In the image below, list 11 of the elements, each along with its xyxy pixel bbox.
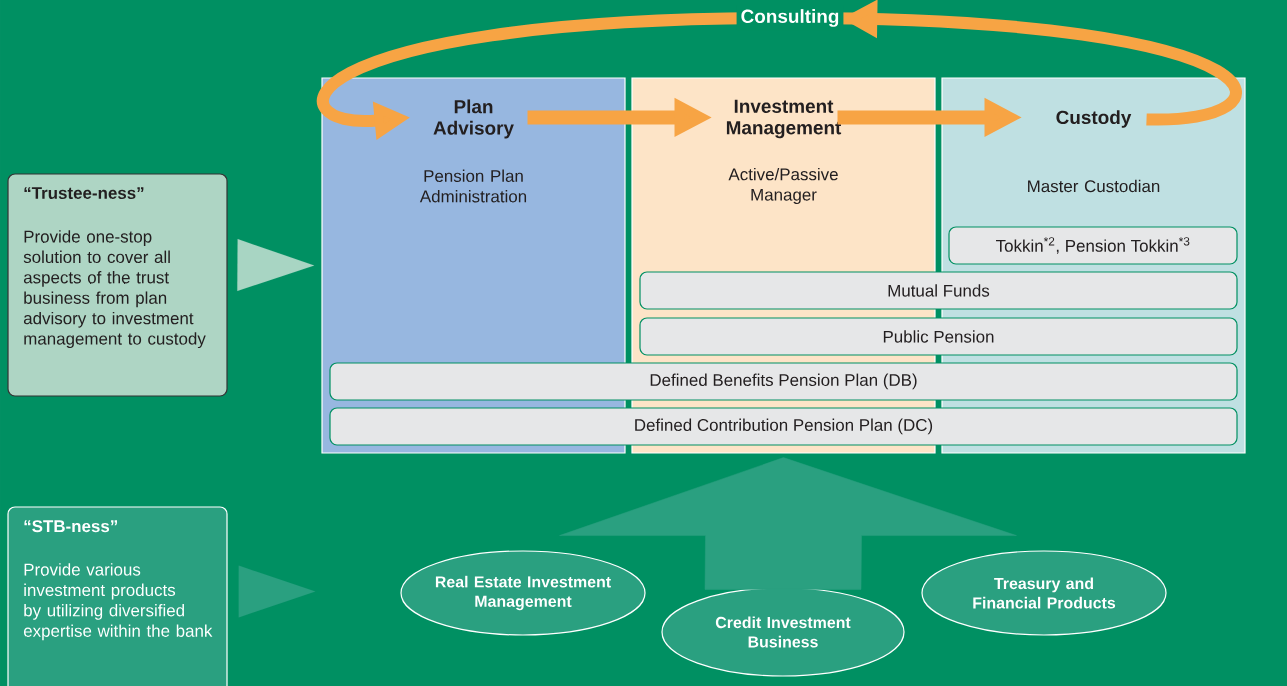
block-arrow bbox=[559, 457, 1017, 590]
product-bar: Public Pension bbox=[639, 317, 1238, 356]
edge-label: Consulting bbox=[736, 5, 844, 31]
product-bar: Defined Contribution Pension Plan (DC) bbox=[329, 407, 1238, 446]
text-card: “STB-ness” Provide various investment products by utilizing diversified expertise within the bank bbox=[7, 506, 228, 686]
product-bar: Mutual Funds bbox=[639, 271, 1238, 310]
product-bar: Defined Benefits Pension Plan (DB) bbox=[329, 362, 1238, 401]
product-bar: Tokkin$^{*2}$, Pension Tokkin$^{*3}$ bbox=[948, 226, 1238, 265]
text-card: “Trustee-ness” Provide one-stop solution to cover all aspects of the trust business from plan advisory to investment management to custody bbox=[7, 173, 228, 397]
pointer-arrow bbox=[238, 565, 316, 618]
pointer-arrow bbox=[237, 239, 315, 291]
